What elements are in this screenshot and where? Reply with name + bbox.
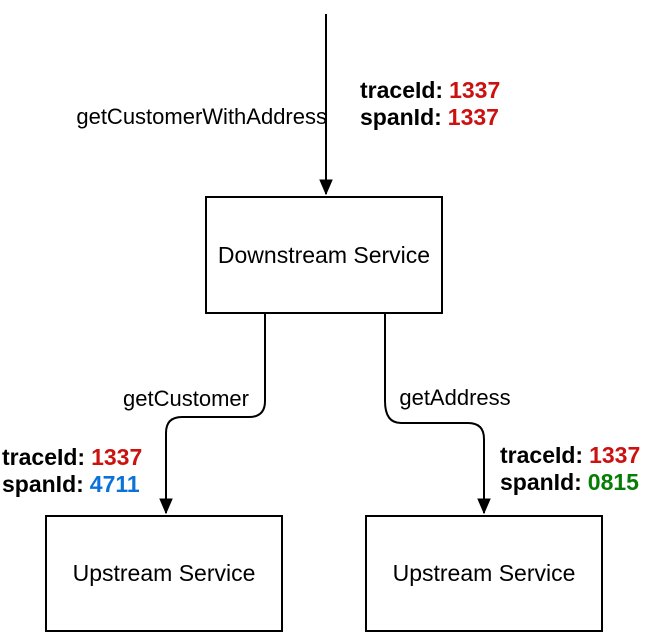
trace-id-key: traceId: bbox=[2, 444, 86, 470]
node-upstream-left-label: Upstream Service bbox=[72, 560, 256, 586]
trace-id-line: traceId:1337 bbox=[360, 77, 500, 104]
span-id-key: spanId: bbox=[500, 469, 582, 495]
trace-id-key: traceId: bbox=[500, 442, 584, 468]
node-upstream-service-left: Upstream Service bbox=[45, 515, 283, 632]
span-id-value: 4711 bbox=[89, 471, 140, 497]
edge-right-arrow bbox=[384, 314, 491, 515]
trace-id-value: 1337 bbox=[91, 444, 143, 470]
trace-block-root: traceId:1337 spanId:1337 bbox=[360, 77, 500, 131]
node-upstream-service-right: Upstream Service bbox=[365, 515, 603, 632]
edge-label-get-customer-with-address: getCustomerWithAddress bbox=[76, 104, 327, 129]
span-id-value: 0815 bbox=[587, 469, 639, 495]
trace-id-line: traceId:1337 bbox=[500, 442, 640, 469]
trace-id-value: 1337 bbox=[449, 77, 501, 103]
node-downstream-label: Downstream Service bbox=[217, 241, 431, 268]
span-id-line: spanId:1337 bbox=[360, 104, 500, 131]
edge-left-arrow bbox=[159, 314, 266, 515]
span-id-line: spanId:4711 bbox=[2, 471, 142, 498]
trace-block-left: traceId:1337 spanId:4711 bbox=[2, 444, 142, 498]
edge-label-get-customer: getCustomer bbox=[123, 386, 249, 411]
trace-id-line: traceId:1337 bbox=[2, 444, 142, 471]
trace-id-key: traceId: bbox=[360, 77, 444, 103]
span-id-key: spanId: bbox=[2, 471, 84, 497]
span-id-key: spanId: bbox=[360, 104, 442, 130]
trace-id-value: 1337 bbox=[589, 442, 641, 468]
span-id-line: spanId:0815 bbox=[500, 469, 640, 496]
edge-label-get-address: getAddress bbox=[399, 385, 511, 410]
node-downstream-service: Downstream Service bbox=[205, 196, 443, 314]
span-id-value: 1337 bbox=[447, 104, 499, 130]
trace-block-right: traceId:1337 spanId:0815 bbox=[500, 442, 640, 496]
node-upstream-right-label: Upstream Service bbox=[392, 560, 576, 586]
